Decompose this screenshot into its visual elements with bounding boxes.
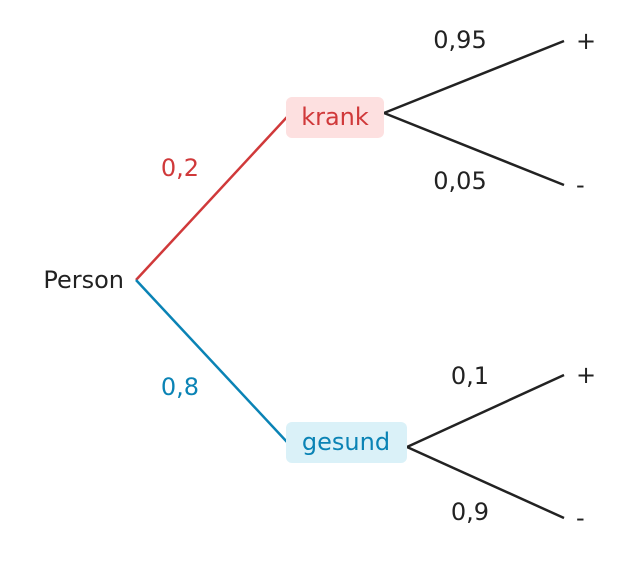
probability-krank: 0,2 bbox=[161, 154, 199, 182]
node-krank-label: krank bbox=[301, 103, 369, 131]
node-gesund-box bbox=[286, 422, 407, 463]
probability-krank-plus: 0,95 bbox=[433, 26, 486, 54]
probability-gesund: 0,8 bbox=[161, 373, 199, 401]
node-krank-box bbox=[286, 97, 384, 138]
edge-krank-plus bbox=[383, 39, 565, 115]
outcome-gesund-plus: + bbox=[576, 361, 596, 389]
probability-gesund-plus: 0,1 bbox=[451, 362, 489, 390]
node-gesund: gesund bbox=[286, 422, 407, 463]
node-gesund-label: gesund bbox=[302, 428, 390, 456]
node-krank: krank bbox=[286, 97, 384, 138]
edge-gesund-plus bbox=[406, 373, 565, 449]
edge-krank-minus bbox=[383, 111, 565, 187]
probability-gesund-minus: 0,9 bbox=[451, 498, 489, 526]
edge-person-krank bbox=[135, 116, 288, 281]
outcome-krank-plus: + bbox=[576, 27, 596, 55]
edge-person-gesund bbox=[135, 279, 288, 443]
root-label: Person bbox=[43, 266, 124, 294]
outcome-gesund-minus: - bbox=[576, 504, 585, 532]
probability-krank-minus: 0,05 bbox=[433, 167, 486, 195]
edge-gesund-minus bbox=[406, 445, 565, 520]
outcome-krank-minus: - bbox=[576, 171, 585, 199]
